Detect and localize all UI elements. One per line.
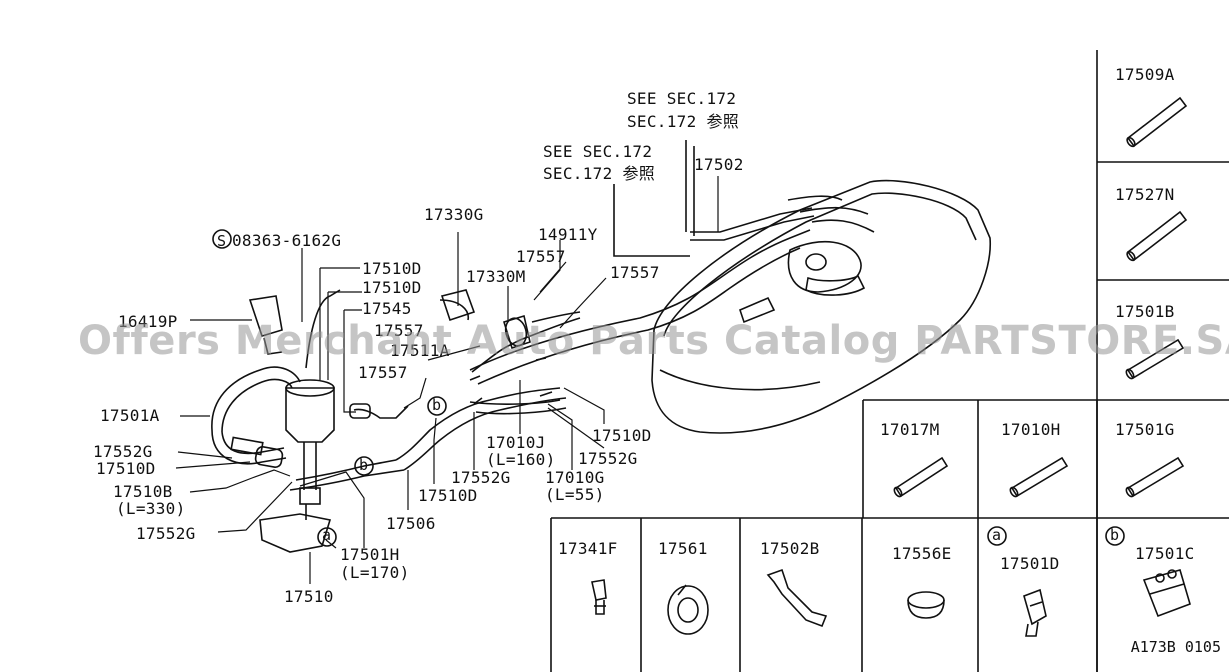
- part-17501h[interactable]: 17501H: [340, 545, 400, 564]
- part-17552g-b[interactable]: 17552G: [136, 524, 196, 543]
- hose-17501g-icon: [1125, 456, 1185, 498]
- part-17557-b[interactable]: 17557: [610, 263, 660, 282]
- see-section-1: SEE SEC.172: [627, 89, 737, 108]
- table-part-17341f[interactable]: 17341F: [558, 539, 618, 558]
- grommet-17561-icon: [667, 584, 709, 635]
- diagram-code: A173B 0105: [1130, 638, 1221, 656]
- part-17511a[interactable]: 17511A: [390, 341, 450, 360]
- part-17557-d[interactable]: 17557: [358, 363, 408, 382]
- fuel-tank: [651, 179, 991, 434]
- marker-b-3: b: [1110, 526, 1120, 544]
- small-parts: [591, 568, 1191, 637]
- part-17502[interactable]: 17502: [694, 155, 744, 174]
- part-17552g-a[interactable]: 17552G: [93, 442, 153, 461]
- part-17010j-length: (L=160): [486, 450, 556, 469]
- marker-a-1: a: [322, 526, 332, 544]
- part-17510d-b[interactable]: 17510D: [362, 278, 422, 297]
- part-17501h-length: (L=170): [340, 563, 410, 582]
- part-17510b[interactable]: 17510B: [113, 482, 173, 501]
- see-section-2-jp: SEC.172 参照: [543, 164, 656, 183]
- plug-17556e-icon: [907, 591, 945, 619]
- screw-marker: S: [217, 232, 227, 250]
- table-part-17527n[interactable]: 17527N: [1115, 185, 1175, 204]
- fuel-filter: [248, 295, 335, 553]
- filter-hoses: [211, 289, 553, 468]
- parts-table-grid: [550, 50, 1229, 672]
- marker-b-2: b: [359, 456, 369, 474]
- table-part-17501b[interactable]: 17501B: [1115, 302, 1175, 321]
- marker-a-2: a: [992, 526, 1002, 544]
- leader-lines: [175, 176, 719, 584]
- table-part-17561[interactable]: 17561: [658, 539, 708, 558]
- table-part-17501c[interactable]: 17501C: [1135, 544, 1195, 563]
- table-part-17501d[interactable]: 17501D: [1000, 554, 1060, 573]
- hose-17509a-icon: [1126, 96, 1188, 148]
- table-part-17502b[interactable]: 17502B: [760, 539, 820, 558]
- table-part-17010h[interactable]: 17010H: [1001, 420, 1061, 439]
- table-part-17501g[interactable]: 17501G: [1115, 420, 1175, 439]
- table-part-17509a[interactable]: 17509A: [1115, 65, 1175, 84]
- part-17330g[interactable]: 17330G: [424, 205, 484, 224]
- part-17010g-length: (L=55): [545, 485, 605, 504]
- part-16419p[interactable]: 16419P: [118, 312, 178, 331]
- marker-b-1: b: [432, 396, 442, 414]
- clip-17501d-icon: [1023, 588, 1047, 637]
- table-part-17556e[interactable]: 17556E: [892, 544, 952, 563]
- part-17010g[interactable]: 17010G: [545, 468, 605, 487]
- part-17510[interactable]: 17510: [284, 587, 334, 606]
- bracket-17502b-icon: [766, 568, 828, 628]
- part-17557-c[interactable]: 17557: [374, 321, 424, 340]
- part-17510b-length: (L=330): [116, 499, 186, 518]
- part-14911y[interactable]: 14911Y: [538, 225, 598, 244]
- table-part-17017m[interactable]: 17017M: [880, 420, 940, 439]
- see-section-2: SEE SEC.172: [543, 142, 653, 161]
- clip-17501c-icon: [1142, 569, 1191, 618]
- part-17552g-d[interactable]: 17552G: [578, 449, 638, 468]
- hose-icons: [893, 96, 1188, 498]
- part-17510d-e[interactable]: 17510D: [592, 426, 652, 445]
- circle-markers: [212, 229, 1125, 547]
- hose-17010h-icon: [1009, 456, 1069, 498]
- part-screw-08363-6162g[interactable]: 08363-6162G: [232, 231, 342, 250]
- see-section-1-jp: SEC.172 参照: [627, 112, 740, 131]
- part-17506[interactable]: 17506: [386, 514, 436, 533]
- watermark-text: Offers Merchant Auto Parts Catalog PARTS…: [78, 318, 1229, 364]
- part-17510d-c[interactable]: 17510D: [96, 459, 156, 478]
- part-17545[interactable]: 17545: [362, 299, 412, 318]
- hose-17501b-icon: [1125, 338, 1185, 380]
- hose-17527n-icon: [1126, 210, 1188, 262]
- part-17010j[interactable]: 17010J: [486, 433, 546, 452]
- part-17501a[interactable]: 17501A: [100, 406, 160, 425]
- hose-17017m-icon: [893, 456, 949, 498]
- part-17510d-a[interactable]: 17510D: [362, 259, 422, 278]
- part-17330m[interactable]: 17330M: [466, 267, 526, 286]
- part-17557-a[interactable]: 17557: [516, 247, 566, 266]
- clip-17341f-icon: [591, 579, 607, 615]
- part-17510d-d[interactable]: 17510D: [418, 486, 478, 505]
- part-17552g-c[interactable]: 17552G: [451, 468, 511, 487]
